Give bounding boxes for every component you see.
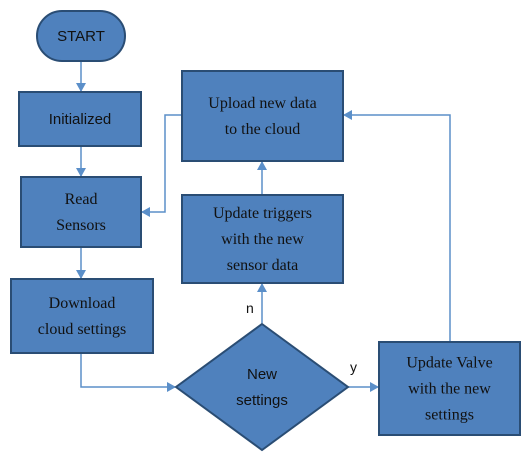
node-read-sensors-label: Read (65, 191, 98, 208)
node-upload: Upload new data to the cloud (181, 70, 344, 162)
edge-label-y: y (350, 359, 357, 375)
node-update-triggers-label: Update triggers (213, 205, 312, 222)
node-decision-label: New (247, 366, 277, 383)
node-update-valve-shape (378, 341, 521, 436)
node-update-triggers-shape (181, 194, 344, 284)
node-download-label: cloud settings (38, 321, 126, 338)
node-read-sensors-shape (20, 176, 142, 248)
node-initialized-label: Initialized (49, 111, 112, 128)
node-initialized: Initialized (18, 91, 142, 147)
node-update-triggers-label: sensor data (227, 257, 299, 274)
node-download-shape (10, 278, 154, 354)
node-update-triggers-label: with the new (221, 231, 304, 248)
node-start-shape (36, 10, 126, 62)
node-initialized-shape (18, 91, 142, 147)
node-upload-label: to the cloud (225, 121, 301, 138)
edge-label-n: n (246, 300, 254, 316)
node-update-valve-label: settings (425, 407, 474, 424)
node-update-valve-label: Update Valve (406, 355, 492, 372)
node-start-label: START (57, 28, 105, 45)
node-decision-label: settings (236, 392, 288, 409)
node-update-valve-label: with the new (408, 381, 491, 398)
node-download-label: Download (49, 295, 116, 312)
edge-download-to-decision (80, 353, 176, 392)
node-update-triggers: Update triggers with the new sensor data (181, 194, 344, 284)
node-decision: New settings (174, 322, 350, 452)
edge-upload-to-read_sensors (141, 114, 182, 217)
node-upload-label: Upload new data (208, 95, 316, 112)
node-upload-shape (181, 70, 344, 162)
node-update-valve: Update Valve with the new settings (378, 341, 521, 436)
node-start: START (36, 10, 126, 62)
node-read-sensors-label: Sensors (56, 217, 106, 234)
edge-update_valve-to-upload (343, 110, 451, 342)
node-decision-shape (174, 322, 350, 452)
node-download: Download cloud settings (10, 278, 154, 354)
